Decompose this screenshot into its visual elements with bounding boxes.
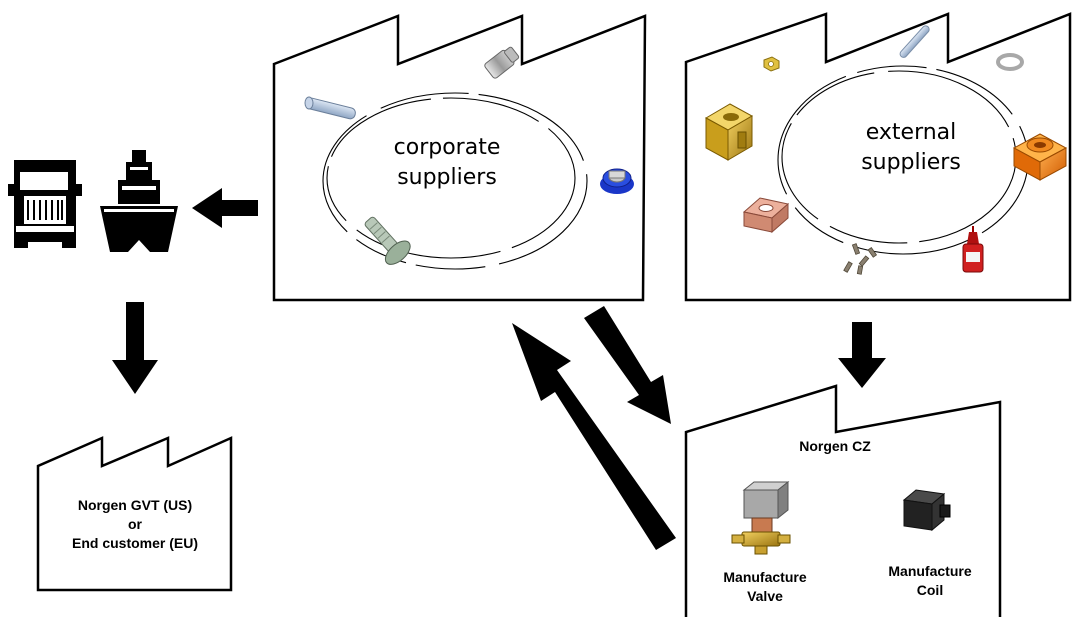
manufacture-valve-label: Manufacture Valve: [705, 568, 825, 606]
block-icon: [704, 103, 754, 161]
arrow-left: [192, 188, 258, 228]
norgen-cz-factory: [684, 384, 1002, 617]
manufacture-coil-label: Manufacture Coil: [870, 562, 990, 600]
screw-icon: [484, 46, 520, 79]
block-icon: [1012, 133, 1068, 181]
destination-line2: or: [128, 516, 142, 532]
truck-icon: [8, 160, 82, 248]
destination-line1: Norgen GVT (US): [77, 497, 193, 513]
manufacture-valve-line1: Manufacture: [723, 569, 807, 585]
manufacture-valve-line2: Valve: [747, 588, 783, 604]
destination-label: Norgen GVT (US) or End customer (EU): [50, 496, 220, 553]
pin-icon: [899, 25, 930, 58]
arrow-corporate-to-cz: [584, 306, 671, 424]
external-suppliers-line2: suppliers: [861, 150, 961, 175]
coil-icon: [902, 489, 951, 532]
corporate-suppliers-line2: suppliers: [397, 165, 497, 190]
corporate-suppliers-line1: corporate: [393, 135, 501, 160]
arrow-cz-to-corporate: [512, 323, 676, 550]
destination-line3: End customer (EU): [71, 535, 198, 551]
ship-icon: [100, 150, 178, 252]
bolt-icon: [364, 216, 411, 265]
nut-icon: [763, 56, 780, 72]
threadlock-bottle-icon: [962, 226, 984, 273]
arrow-down-right: [838, 322, 886, 388]
washer-icon: [600, 168, 634, 194]
pin-icon: [304, 96, 356, 120]
corporate-suppliers-label: corporate suppliers: [372, 133, 522, 193]
screw-icon: [843, 243, 878, 275]
norgen-cz-label: Norgen CZ: [799, 438, 871, 454]
washer-icon: [996, 53, 1024, 71]
external-suppliers-label: external suppliers: [836, 118, 986, 178]
solenoid-valve-icon: [731, 480, 791, 555]
external-suppliers-line1: external: [865, 120, 957, 145]
block-icon: [742, 197, 790, 234]
arrow-down-left: [112, 302, 158, 394]
manufacture-coil-line1: Manufacture: [888, 563, 972, 579]
external-suppliers-factory: [684, 12, 1072, 302]
corporate-suppliers-factory: [272, 14, 647, 302]
destination-factory: [36, 436, 233, 592]
manufacture-coil-line2: Coil: [916, 582, 944, 598]
